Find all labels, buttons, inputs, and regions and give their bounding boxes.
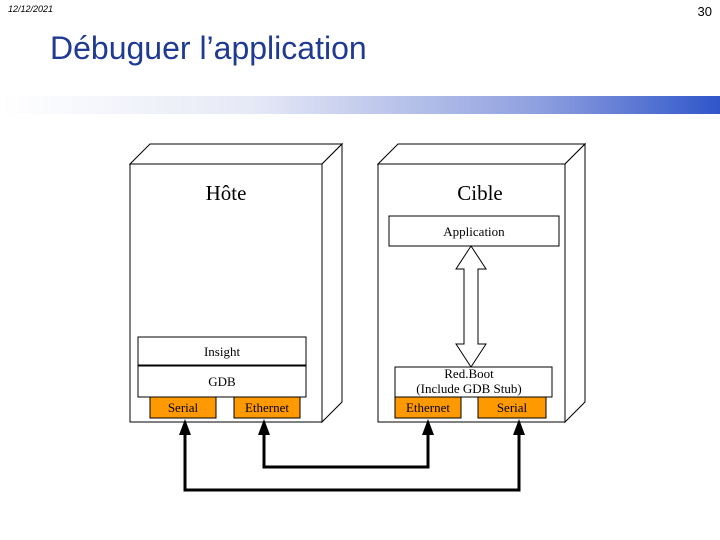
gdb-box (137, 365, 307, 398)
redboot-box (394, 366, 553, 398)
ethernet-connection (258, 419, 434, 469)
target-serial-label: Serial (497, 400, 528, 415)
serial-arrowhead-target (513, 419, 525, 435)
insight-box (137, 336, 307, 366)
ethernet-arrowhead-target (422, 419, 434, 435)
serial-arrowhead-host (179, 419, 191, 435)
target-box-side-face (564, 142, 586, 424)
host-box-side-face (321, 142, 343, 424)
insight-label: Insight (204, 344, 241, 359)
target-ethernet-label: Ethernet (406, 400, 450, 415)
ethernet-arrowhead-host (258, 419, 270, 435)
host-ethernet-port (233, 396, 301, 419)
gdb-label: GDB (208, 374, 236, 389)
application-box (388, 215, 560, 247)
host-ethernet-label: Ethernet (245, 400, 289, 415)
serial-connection (179, 419, 525, 492)
application-label: Application (443, 224, 505, 239)
host-serial-label: Serial (168, 400, 199, 415)
target-label: Cible (457, 181, 503, 205)
host-box-top-face (128, 143, 344, 165)
target-serial-port (477, 396, 547, 419)
title-gradient-rule (0, 96, 720, 114)
host-serial-port (149, 396, 217, 419)
slide-date: 12/12/2021 (8, 4, 54, 14)
host-label: Hôte (206, 181, 247, 205)
redboot-label-line2: (Include GDB Stub) (416, 381, 521, 396)
serial-connection-line (183, 434, 521, 492)
target-box-top-face (376, 143, 587, 165)
slide-page-number: 30 (697, 4, 712, 19)
target-ethernet-port (394, 396, 462, 419)
redboot-label-line1: Red.Boot (444, 366, 494, 381)
ethernet-connection-line (262, 434, 430, 469)
slide-title: Débuguer l’application (50, 30, 367, 66)
